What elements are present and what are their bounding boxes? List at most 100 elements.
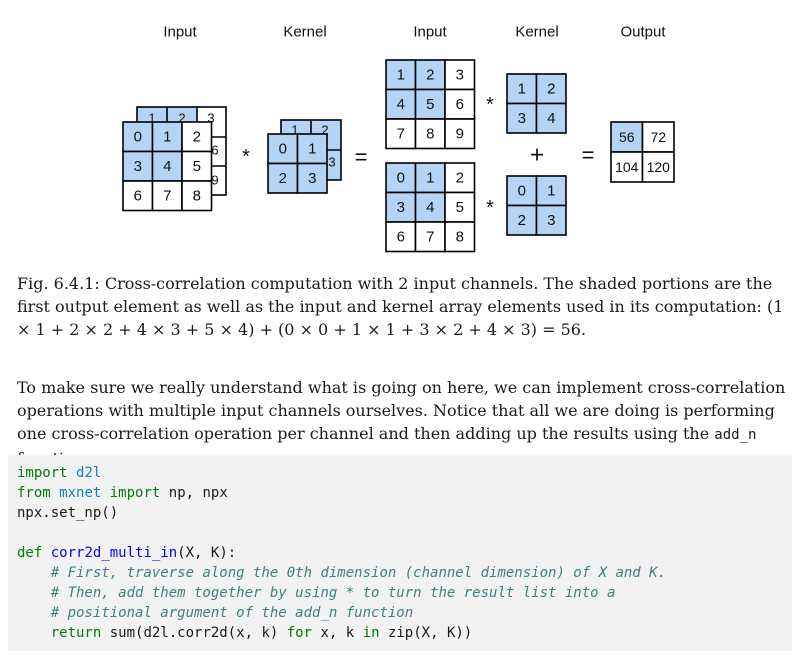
input-front-value: 3 — [134, 158, 142, 175]
kernel-channel-0-cell — [535, 175, 567, 207]
input-front-value: 4 — [163, 158, 171, 175]
kernel-front-value: 0 — [279, 140, 287, 157]
conv-operator: * — [242, 146, 250, 168]
column-header: Input — [163, 24, 197, 41]
kernel-channel-1-value: 3 — [518, 110, 526, 127]
kernel-back-value: 3 — [328, 155, 335, 170]
code-text: x, k — [320, 625, 355, 641]
input-front-cell — [151, 121, 183, 153]
code-text: (X, K): — [177, 545, 237, 561]
code-text: sum(d2l.corr2d(x, k) — [109, 625, 279, 641]
input-channel-0-value: 6 — [397, 228, 405, 245]
caption-math-1: (1 × 1 + — [17, 297, 784, 339]
output-value: 120 — [647, 159, 671, 175]
input-channel-0-value: 1 — [426, 169, 434, 186]
input-front-value: 6 — [134, 187, 142, 204]
kernel-front-cell — [267, 133, 299, 165]
input-front-value: 0 — [134, 128, 142, 145]
code-keyword: import — [109, 485, 161, 501]
kernel-back-value: 2 — [321, 123, 328, 138]
input-front-value: 1 — [163, 128, 171, 145]
code-block[interactable]: import d2l from mxnet import np, npx npx… — [8, 455, 792, 651]
code-keyword: for — [286, 625, 313, 641]
input-channel-0-cell — [444, 221, 476, 253]
kernel-channel-1-value: 4 — [547, 110, 555, 127]
input-front-cell — [151, 150, 183, 182]
code-text: npx.set_np() — [17, 505, 119, 521]
input-channel-1-value: 1 — [397, 66, 405, 83]
input-channel-0-cell — [444, 162, 476, 194]
kernel-front-value: 1 — [308, 140, 316, 157]
input-channel-0-cell — [385, 221, 417, 253]
kernel-channel-1-value: 1 — [518, 80, 526, 97]
input-back-value: 2 — [178, 111, 185, 126]
code-text: np, npx — [168, 485, 228, 501]
code-comment: # positional argument of the add_n funct… — [50, 605, 414, 621]
kernel-channel-0-value: 3 — [547, 212, 555, 229]
kernel-front-cell — [296, 133, 328, 165]
code-module: d2l — [76, 465, 102, 481]
kernel-back-value: 1 — [291, 123, 298, 138]
conv-operator: * — [486, 197, 494, 219]
column-header: Output — [620, 24, 666, 41]
input-front-cell — [122, 150, 154, 182]
input-front-cell — [181, 180, 213, 212]
kernel-front-cell — [267, 162, 299, 194]
code-comment: # First, traverse along the 0th dimensio… — [50, 565, 667, 581]
kernel-front-value: 2 — [279, 170, 287, 187]
input-channel-1-value: 6 — [456, 96, 464, 113]
kernel-channel-1-cell — [535, 102, 567, 134]
output-value: 104 — [615, 159, 639, 175]
output-cell — [641, 151, 675, 183]
kernel-channel-1-cell — [506, 102, 538, 134]
equals-operator: = — [355, 145, 368, 170]
input-channel-0-value: 7 — [426, 228, 434, 245]
input-channel-1-value: 7 — [397, 125, 405, 142]
input-channel-1-value: 5 — [426, 96, 434, 113]
code-keyword: import — [17, 465, 68, 481]
input-channel-0-value: 8 — [456, 228, 464, 245]
caption-text: Cross-correlation computation with 2 inp… — [17, 274, 773, 316]
input-front-value: 7 — [163, 187, 171, 204]
kernel-front-cell — [296, 162, 328, 194]
input-front-value: 5 — [193, 158, 201, 175]
figure-caption: Fig. 6.4.1: Cross-correlation computatio… — [17, 272, 787, 341]
input-front-value: 2 — [193, 128, 201, 145]
caption-math-2: 2 × 2 + 4 × 3 + 5 × 4) + (0 × 0 + 1 × 1 … — [69, 320, 587, 339]
column-header: Kernel — [515, 24, 558, 41]
kernel-channel-0-value: 0 — [518, 182, 526, 199]
input-channel-0-cell — [414, 221, 446, 253]
column-header: Input — [413, 24, 447, 41]
kernel-channel-1-cell — [535, 73, 567, 105]
output-value: 72 — [650, 129, 666, 145]
input-channel-1-value: 4 — [397, 96, 405, 113]
kernel-channel-0-cell — [535, 204, 567, 236]
kernel-channel-0-value: 2 — [518, 212, 526, 229]
input-channel-0-value: 4 — [426, 199, 434, 216]
input-channel-1-value: 8 — [426, 125, 434, 142]
paragraph-text: To make sure we really understand what i… — [17, 378, 786, 443]
inline-code: add_n — [714, 427, 757, 443]
input-channel-0-value: 2 — [456, 169, 464, 186]
input-channel-0-value: 5 — [456, 199, 464, 216]
code-function-name: corr2d_multi_in — [50, 545, 178, 561]
output-value: 56 — [619, 129, 635, 145]
equals-operator: = — [582, 143, 595, 168]
conv-operator: * — [486, 94, 494, 116]
kernel-front-value: 3 — [308, 170, 316, 187]
input-channel-0-value: 3 — [397, 199, 405, 216]
input-channel-1-value: 2 — [426, 66, 434, 83]
kernel-channel-1-value: 2 — [547, 80, 555, 97]
input-channel-0-cell — [385, 191, 417, 223]
code-keyword: in — [362, 625, 380, 641]
code-module: mxnet — [59, 485, 102, 501]
input-channel-0-value: 0 — [397, 169, 405, 186]
input-back-value: 1 — [148, 111, 155, 126]
code-keyword: return — [50, 625, 102, 641]
code-comment: # Then, add them together by using * to … — [50, 585, 616, 601]
column-header: Kernel — [283, 24, 326, 41]
code-keyword: from — [17, 485, 51, 501]
input-back-value: 9 — [211, 173, 218, 188]
code-text: zip(X, K)) — [387, 625, 473, 641]
